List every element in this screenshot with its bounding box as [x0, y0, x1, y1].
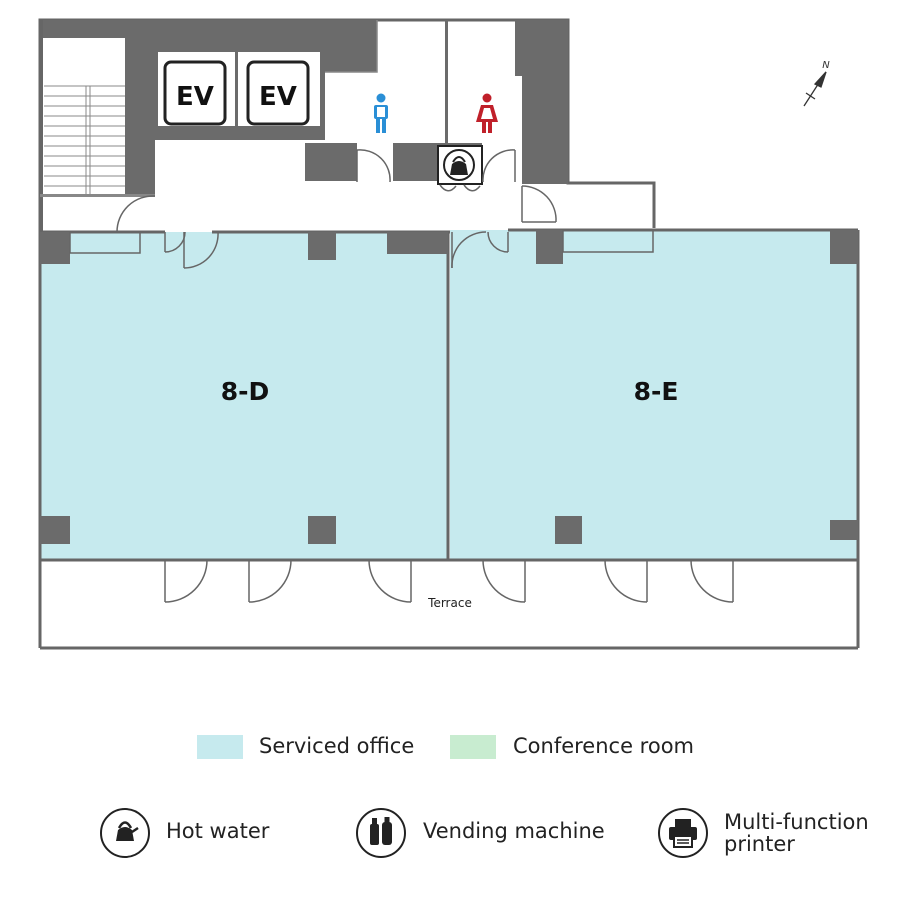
elevator-2-label: EV	[259, 82, 297, 112]
sills	[69, 229, 654, 254]
terrace-doors	[164, 559, 734, 603]
office-8d[interactable]	[40, 232, 448, 560]
female-restroom-icon	[476, 93, 498, 133]
male-restroom-icon	[374, 93, 388, 133]
north-arrow-icon	[803, 71, 827, 107]
office-doors	[164, 231, 509, 269]
north-label: N	[822, 60, 830, 71]
elevator-2	[246, 60, 310, 126]
hot-water-marker	[437, 145, 483, 185]
staircase	[40, 20, 155, 232]
office-8e-label: 8-E	[634, 377, 679, 406]
elevator-block: EV EV	[155, 20, 325, 140]
elevator-1	[163, 60, 227, 126]
corridor-doors	[116, 149, 557, 233]
restroom-walls	[305, 20, 568, 184]
elevator-1-label: EV	[176, 82, 214, 112]
structural-columns	[40, 230, 858, 544]
terrace-label: Terrace	[427, 596, 472, 610]
office-8e[interactable]	[450, 230, 858, 560]
office-8d-label: 8-D	[221, 377, 270, 406]
